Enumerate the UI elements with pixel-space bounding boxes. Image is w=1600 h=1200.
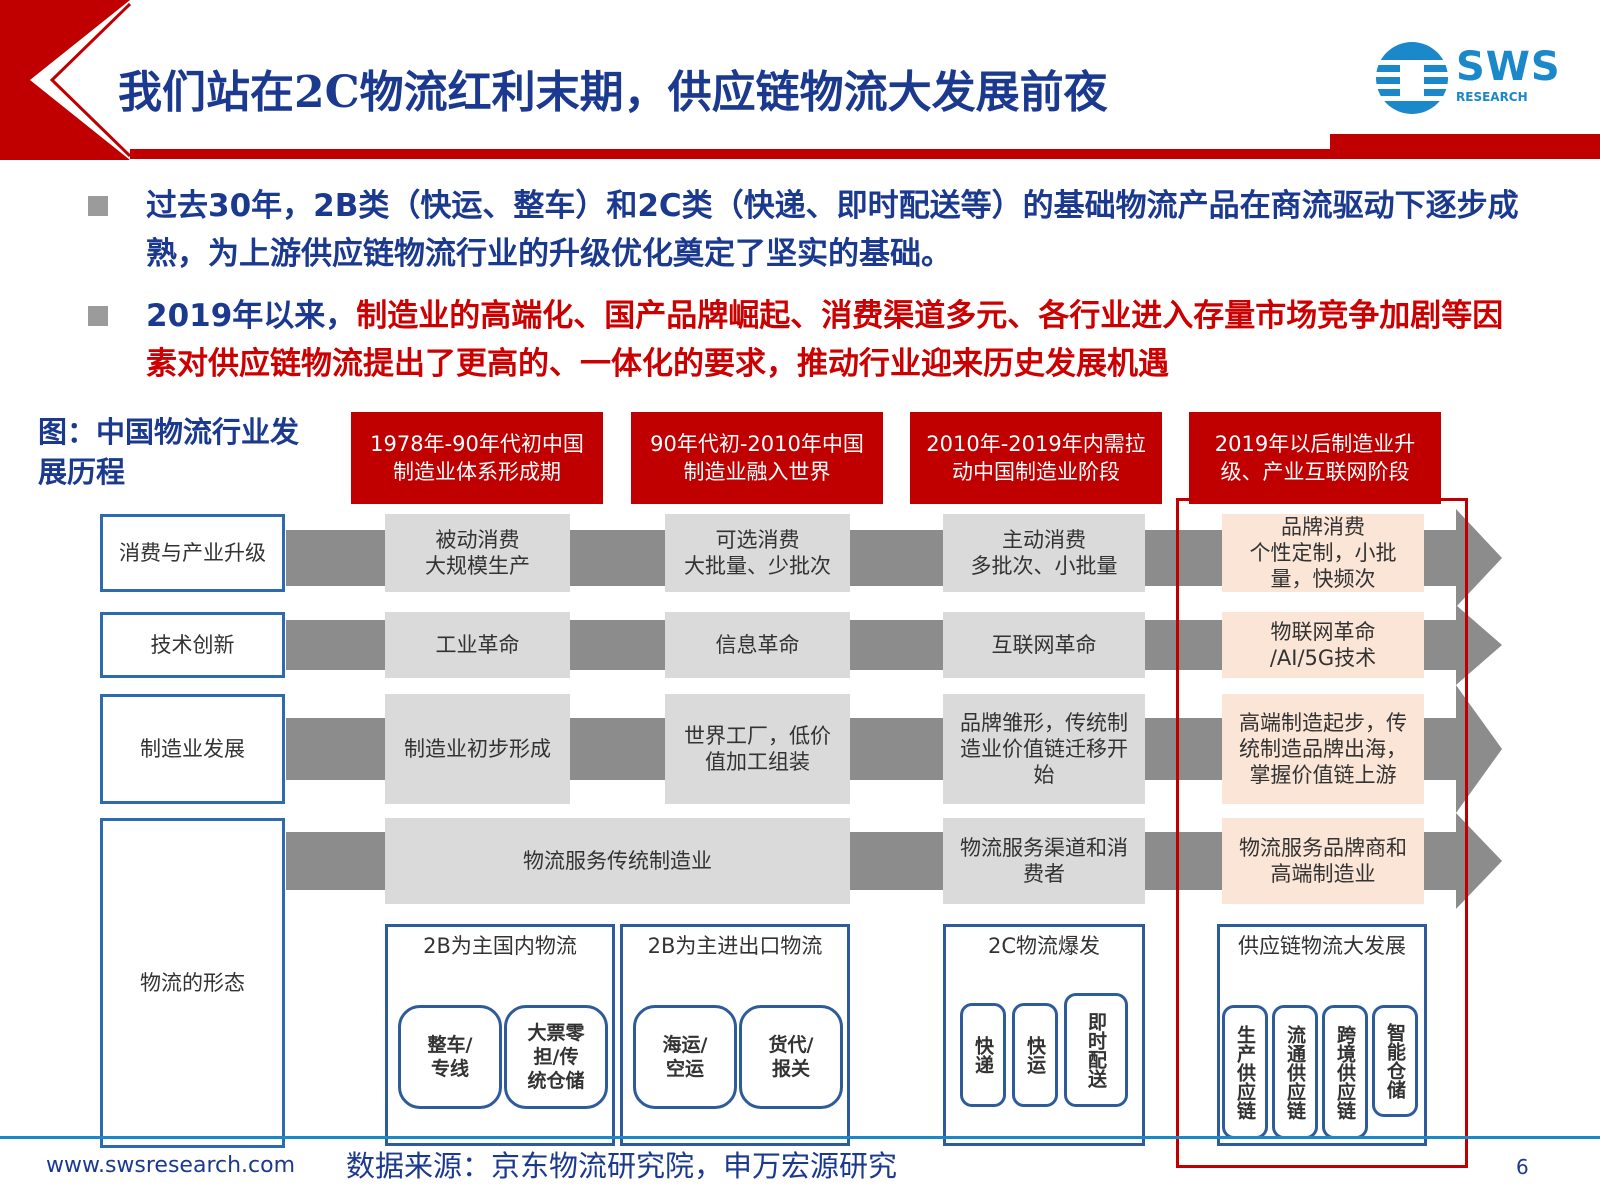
pill-sea-air: 海运/ 空运 bbox=[633, 1005, 737, 1109]
footer-line bbox=[0, 1136, 1600, 1139]
header-red-corner-top bbox=[0, 0, 130, 80]
pill-express: 快递 bbox=[960, 1003, 1006, 1107]
header-white-chevron bbox=[40, 12, 130, 148]
cell-technology-3: 互联网革命 bbox=[943, 612, 1145, 678]
cell-logistics-brand: 物流服务品牌商和高端制造业 bbox=[1222, 818, 1424, 904]
pill-production-supply-chain: 生产供应链 bbox=[1222, 1005, 1268, 1139]
bullet-2-text: 2019年以来，制造业的高端化、国产品牌崛起、消费渠道多元、各行业进入存量市场竞… bbox=[146, 292, 1526, 388]
era-header-4: 2019年以后制造业升级、产业互联网阶段 bbox=[1189, 412, 1441, 504]
header-chevron-line bbox=[49, 2, 132, 158]
cell-manufacturing-1: 制造业初步形成 bbox=[385, 694, 570, 804]
cell-logistics-consumer: 物流服务渠道和消费者 bbox=[943, 818, 1145, 904]
bullet-square-icon bbox=[88, 306, 108, 326]
cell-consumption-1: 被动消费 大规模生产 bbox=[385, 514, 570, 592]
group-supply-chain-title: 供应链物流大发展 bbox=[1238, 934, 1406, 958]
era-header-3: 2010年-2019年内需拉动中国制造业阶段 bbox=[910, 412, 1162, 504]
bullet-square-icon bbox=[88, 196, 108, 216]
cell-technology-2: 信息革命 bbox=[665, 612, 850, 678]
row-label-logistics: 物流的形态 bbox=[100, 818, 285, 1148]
sws-logo-subtext: RESEARCH bbox=[1456, 90, 1528, 104]
row-label-technology: 技术创新 bbox=[100, 612, 285, 678]
highlight-box bbox=[1176, 498, 1468, 1168]
group-supply-chain: 供应链物流大发展 生产供应链 流通供应链 跨境供应链 智能仓储 bbox=[1217, 924, 1427, 1146]
group-import-export-2b: 2B为主进出口物流 海运/ 空运 货代/ 报关 bbox=[620, 924, 850, 1146]
pill-instant-delivery: 即时配送 bbox=[1064, 993, 1128, 1107]
pill-freight: 快运 bbox=[1012, 1003, 1058, 1107]
group-domestic-2b-title: 2B为主国内物流 bbox=[423, 934, 577, 958]
pill-forwarding-customs: 货代/ 报关 bbox=[739, 1005, 843, 1109]
bullet-2-highlight: 制造业的高端化、国产品牌崛起、消费渠道多元、各行业进入存量市场竞争加剧等因素对供… bbox=[146, 298, 1504, 382]
bullet-1-text: 过去30年，2B类（快运、整车）和2C类（快递、即时配送等）的基础物流产品在商流… bbox=[146, 188, 1519, 272]
group-2c-boom-title: 2C物流爆发 bbox=[987, 934, 1101, 958]
group-import-export-2b-title: 2B为主进出口物流 bbox=[647, 934, 823, 958]
header-red-corner-bottom bbox=[0, 80, 130, 160]
figure-label: 图：中国物流行业发展历程 bbox=[38, 415, 300, 489]
pill-smart-warehouse: 智能仓储 bbox=[1372, 1005, 1418, 1117]
footer-source: 数据来源：京东物流研究院，申万宏源研究 bbox=[346, 1149, 898, 1183]
group-2c-boom: 2C物流爆发 快递 快运 即时配送 bbox=[943, 924, 1145, 1146]
pill-ftl-lines: 整车/ 专线 bbox=[398, 1005, 502, 1109]
sws-globe-icon bbox=[1376, 42, 1448, 114]
cell-logistics-traditional: 物流服务传统制造业 bbox=[385, 818, 850, 904]
cell-manufacturing-4: 高端制造起步，传统制造品牌出海，掌握价值链上游 bbox=[1222, 694, 1424, 804]
bullet-2-prefix: 2019年以来， bbox=[146, 298, 357, 334]
header-frame bbox=[0, 0, 1600, 160]
cell-consumption-2: 可选消费 大批量、少批次 bbox=[665, 514, 850, 592]
group-domestic-2b: 2B为主国内物流 整车/ 专线 大票零 担/传 统仓储 bbox=[385, 924, 615, 1146]
cell-consumption-4: 品牌消费 个性定制，小批量，快频次 bbox=[1222, 514, 1424, 592]
era-header-2: 90年代初-2010年中国制造业融入世界 bbox=[631, 412, 883, 504]
sws-logo-text: SWS bbox=[1456, 44, 1561, 90]
pill-ltl-warehouse: 大票零 担/传 统仓储 bbox=[504, 1005, 608, 1109]
cell-consumption-3: 主动消费 多批次、小批量 bbox=[943, 514, 1145, 592]
cell-technology-4: 物联网革命 /AI/5G技术 bbox=[1222, 612, 1424, 678]
cell-manufacturing-3: 品牌雏形，传统制造业价值链迁移开始 bbox=[943, 694, 1145, 804]
footer-url[interactable]: www.swsresearch.com bbox=[46, 1153, 296, 1178]
row-label-manufacturing: 制造业发展 bbox=[100, 694, 285, 804]
pill-crossborder-supply-chain: 跨境供应链 bbox=[1322, 1005, 1368, 1139]
header-red-bar-tab bbox=[1330, 134, 1600, 149]
sws-logo: SWS RESEARCH bbox=[1372, 38, 1572, 118]
cell-manufacturing-2: 世界工厂，低价值加工组装 bbox=[665, 694, 850, 804]
pill-distribution-supply-chain: 流通供应链 bbox=[1272, 1005, 1318, 1139]
row-label-consumption: 消费与产业升级 bbox=[100, 514, 285, 592]
cell-technology-1: 工业革命 bbox=[385, 612, 570, 678]
era-header-1: 1978年-90年代初中国制造业体系形成期 bbox=[351, 412, 603, 504]
page-number: 6 bbox=[1516, 1155, 1529, 1179]
page-title: 我们站在2C物流红利末期，供应链物流大发展前夜 bbox=[118, 67, 1108, 118]
header-red-bar bbox=[130, 149, 1600, 159]
